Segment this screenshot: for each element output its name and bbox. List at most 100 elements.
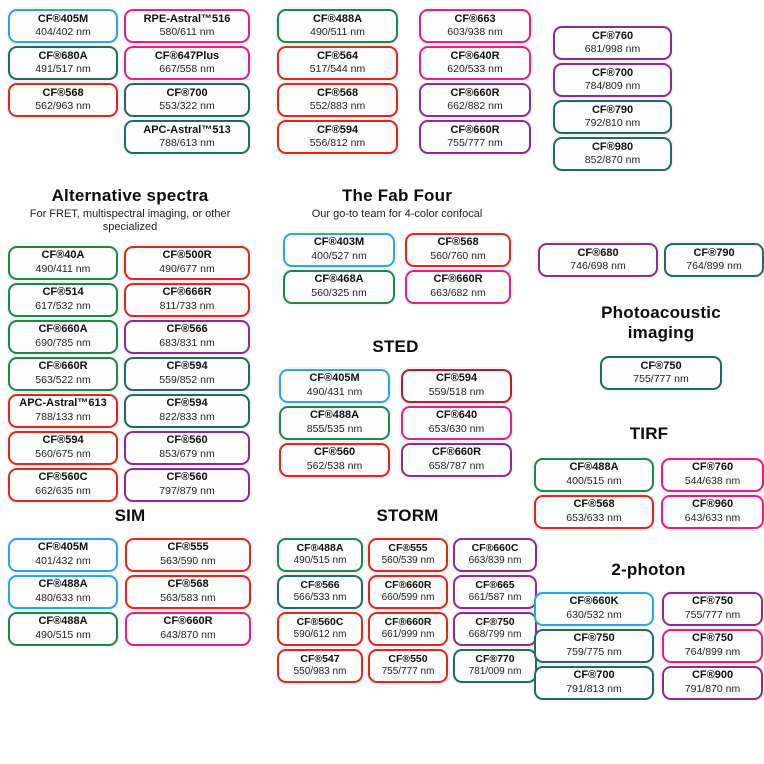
dye-wavelengths: 797/879 nm	[159, 485, 215, 498]
dye-wavelengths: 653/630 nm	[428, 422, 485, 435]
dye-name: CF®700	[573, 669, 615, 682]
dye-name: CF®488A	[38, 578, 88, 591]
dye-name: CF®566	[166, 323, 208, 336]
dye-name: CF®555	[167, 541, 209, 554]
dye-wavelengths: 620/533 nm	[447, 63, 503, 76]
dye-name: CF®660R	[450, 123, 500, 136]
dye-wavelengths: 563/590 nm	[160, 554, 216, 567]
dye-wavelengths: 400/527 nm	[311, 250, 367, 263]
dye-name: CF®568	[573, 498, 615, 511]
dye-name: CF®550	[388, 652, 428, 665]
dye-name: CF®564	[316, 49, 359, 62]
dye-name: CF®468A	[314, 273, 364, 286]
dye-name: CF®660R	[163, 615, 213, 628]
dye-wavelengths: 553/322 nm	[159, 100, 215, 113]
dye-wavelengths: 552/883 nm	[309, 100, 366, 113]
dye-name: CF®568	[316, 86, 359, 99]
dye-name: CF®660R	[433, 273, 483, 286]
dye-wavelengths: 663/682 nm	[430, 287, 486, 300]
dye-name: CF®555	[388, 541, 428, 554]
dye-wavelengths: 853/679 nm	[159, 448, 215, 461]
dye-wavelengths: 643/870 nm	[160, 628, 216, 641]
dye-name: CF®405M	[37, 541, 89, 554]
dye-wavelengths: 681/998 nm	[584, 43, 641, 56]
dye-name: CF®594	[435, 372, 478, 385]
dye-wavelengths: 563/522 nm	[35, 374, 91, 387]
dye-name: CF®488A	[309, 409, 360, 422]
dye-name: CF®960	[691, 498, 734, 511]
section-title-sim: SIM	[114, 506, 146, 525]
dye-wavelengths: 562/963 nm	[35, 100, 91, 113]
dye-name: CF®760	[591, 29, 634, 42]
section-subtitle-fab-four: Our go-to team for 4-color confocal	[311, 207, 483, 220]
dye-wavelengths: 683/831 nm	[159, 337, 215, 350]
dye-name: APC-Astral™613	[19, 397, 107, 410]
section-title-2-photon: 2-photon	[611, 560, 686, 579]
dye-wavelengths: 852/870 nm	[584, 154, 641, 167]
dye-wavelengths: 480/633 nm	[35, 591, 91, 604]
dye-wavelengths: 590/612 nm	[293, 628, 347, 640]
dye-wavelengths: 662/882 nm	[447, 100, 503, 113]
dye-wavelengths: 630/532 nm	[566, 608, 622, 621]
dye-wavelengths: 490/411 nm	[35, 263, 91, 276]
dye-name: CF®665	[475, 578, 515, 591]
dye-wavelengths: 401/432 nm	[35, 554, 91, 567]
dye-wavelengths: 653/633 nm	[566, 511, 622, 524]
dye-wavelengths: 784/809 nm	[584, 80, 641, 93]
dye-wavelengths: 603/938 nm	[447, 26, 503, 39]
dye-wavelengths: 788/613 nm	[159, 137, 215, 150]
dye-name: CF®547	[300, 652, 340, 665]
dye-name: CF®405M	[309, 372, 360, 385]
dye-wavelengths: 662/635 nm	[35, 485, 91, 498]
dye-name: CF®488A	[38, 615, 88, 628]
dye-wavelengths: 517/544 nm	[309, 63, 366, 76]
dye-name: CF®660A	[38, 323, 88, 336]
dye-wavelengths: 755/777 nm	[447, 137, 503, 150]
dye-name: CF®980	[591, 140, 634, 153]
dye-name: CF®594	[42, 434, 84, 447]
